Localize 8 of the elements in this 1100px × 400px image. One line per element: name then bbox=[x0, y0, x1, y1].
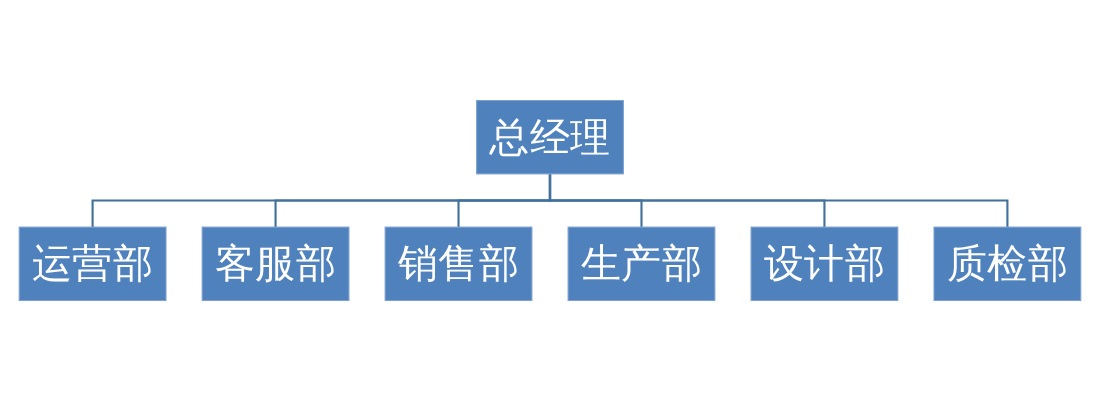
node-box: 设计部 bbox=[750, 226, 899, 301]
node-box: 总经理 bbox=[476, 99, 624, 174]
node-box: 客服部 bbox=[201, 226, 350, 301]
node-box: 生产部 bbox=[567, 226, 716, 301]
node-box: 质检部 bbox=[933, 226, 1082, 301]
node-box: 运营部 bbox=[18, 226, 167, 301]
node-box: 销售部 bbox=[384, 226, 533, 301]
connector-line bbox=[548, 173, 1009, 227]
